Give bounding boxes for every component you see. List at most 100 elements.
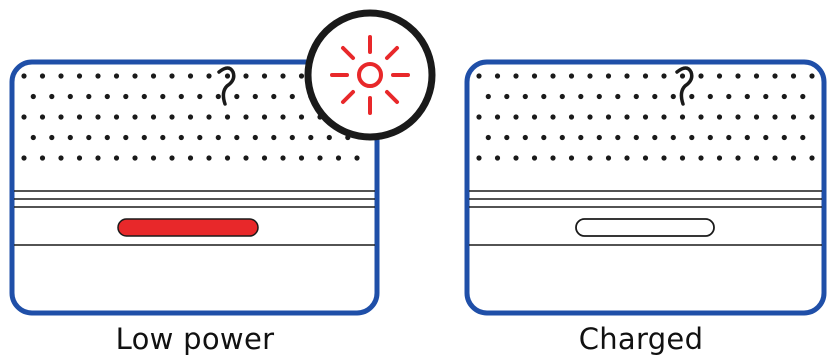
grille-dot bbox=[541, 134, 547, 141]
grille-dot bbox=[679, 114, 686, 120]
grille-dot bbox=[531, 114, 538, 120]
grille-dot bbox=[605, 73, 612, 79]
grille-dot bbox=[298, 73, 305, 79]
grille-dot bbox=[550, 155, 556, 161]
grille-dot bbox=[726, 134, 732, 141]
grille-dot bbox=[197, 93, 203, 100]
grille-dot bbox=[280, 155, 286, 161]
grille-dot bbox=[624, 155, 630, 161]
grille-dot bbox=[735, 155, 741, 161]
grille-dot bbox=[206, 73, 212, 79]
grille-dot bbox=[809, 114, 815, 120]
grille-dot bbox=[261, 114, 268, 120]
grille-dot bbox=[744, 134, 750, 141]
grille-dot bbox=[753, 155, 760, 161]
grille-dot bbox=[661, 114, 667, 120]
grille-dot bbox=[243, 73, 249, 79]
grille-dot bbox=[76, 73, 83, 79]
grille-dot bbox=[726, 93, 732, 100]
grille-dot bbox=[76, 114, 83, 120]
low-power-caption: Low power bbox=[115, 322, 275, 356]
grille-dot bbox=[661, 73, 667, 79]
grille-dot bbox=[744, 93, 750, 100]
grille-dot bbox=[113, 155, 120, 161]
grille-dot bbox=[522, 134, 528, 141]
indicator-light-off bbox=[575, 218, 715, 237]
grille-dot bbox=[39, 114, 46, 120]
grille-dot bbox=[132, 155, 138, 161]
grille-dot bbox=[753, 73, 760, 79]
charged-caption: Charged bbox=[578, 322, 704, 356]
grille-dot bbox=[206, 155, 212, 161]
grille-dot bbox=[790, 73, 797, 79]
grille-dot bbox=[763, 134, 769, 141]
grille-dot bbox=[707, 134, 713, 141]
grille-dot bbox=[113, 73, 120, 79]
blinking-light-icon bbox=[304, 9, 436, 141]
grille-dot bbox=[615, 93, 621, 100]
grille-dot bbox=[224, 114, 231, 120]
grille-dot bbox=[261, 73, 268, 79]
grille-dot bbox=[494, 73, 501, 79]
grille-dot bbox=[169, 114, 175, 120]
grille-dot bbox=[178, 134, 184, 141]
grille-dot bbox=[160, 134, 166, 141]
grille-dot bbox=[39, 155, 46, 161]
hook-icon bbox=[675, 66, 694, 106]
grille-dot bbox=[308, 134, 314, 141]
grille-dot bbox=[550, 114, 556, 120]
grille-dot bbox=[716, 114, 723, 120]
grille-dot bbox=[317, 155, 323, 161]
grille-dot bbox=[772, 73, 778, 79]
grille-dot bbox=[252, 134, 258, 141]
grille-dot bbox=[624, 73, 630, 79]
grille-dot bbox=[652, 93, 658, 100]
grille-dot bbox=[141, 134, 147, 141]
grille-dot bbox=[76, 155, 83, 161]
grille-dot bbox=[132, 114, 138, 120]
grille-dot bbox=[661, 155, 667, 161]
grille-dot bbox=[504, 93, 510, 100]
grille-dot bbox=[494, 114, 501, 120]
charged-panel: Charged bbox=[455, 0, 827, 364]
grille-dot bbox=[689, 134, 695, 141]
grille-dot bbox=[568, 114, 575, 120]
grille-dot bbox=[335, 155, 342, 161]
grille-dot bbox=[531, 73, 538, 79]
grille-dot bbox=[698, 73, 704, 79]
grille-dot bbox=[289, 134, 295, 141]
grille-dot bbox=[707, 93, 713, 100]
grille-dot bbox=[243, 155, 249, 161]
grille-dot bbox=[587, 155, 593, 161]
grille-dot bbox=[559, 134, 565, 141]
grille-dot bbox=[141, 93, 147, 100]
grille-dot bbox=[215, 93, 221, 100]
grille-dot bbox=[735, 114, 741, 120]
grille-dot bbox=[271, 93, 277, 100]
grille-dot bbox=[215, 134, 221, 141]
grille-dot bbox=[541, 93, 547, 100]
grille-dot bbox=[670, 134, 676, 141]
grille-dot bbox=[234, 93, 240, 100]
grille-dot bbox=[150, 114, 157, 120]
low-power-device-illustration bbox=[9, 9, 436, 316]
grille-dot bbox=[113, 114, 120, 120]
grille-dot bbox=[58, 155, 64, 161]
grille-dot bbox=[679, 155, 686, 161]
grille-dot bbox=[187, 73, 194, 79]
grille-dot bbox=[605, 114, 612, 120]
grille-dot bbox=[104, 93, 110, 100]
grille-dot bbox=[550, 73, 556, 79]
grille-dot bbox=[624, 114, 630, 120]
grille-dot bbox=[169, 155, 175, 161]
grille-dot bbox=[790, 155, 797, 161]
grille-dot bbox=[298, 114, 305, 120]
grille-dot bbox=[494, 155, 501, 161]
grille-dot bbox=[123, 93, 129, 100]
grille-dot bbox=[698, 155, 704, 161]
low-power-panel: Low power bbox=[9, 9, 436, 356]
grille-dot bbox=[298, 155, 305, 161]
grille-dot bbox=[642, 155, 649, 161]
grille-dot bbox=[261, 155, 268, 161]
grille-dot bbox=[30, 93, 36, 100]
